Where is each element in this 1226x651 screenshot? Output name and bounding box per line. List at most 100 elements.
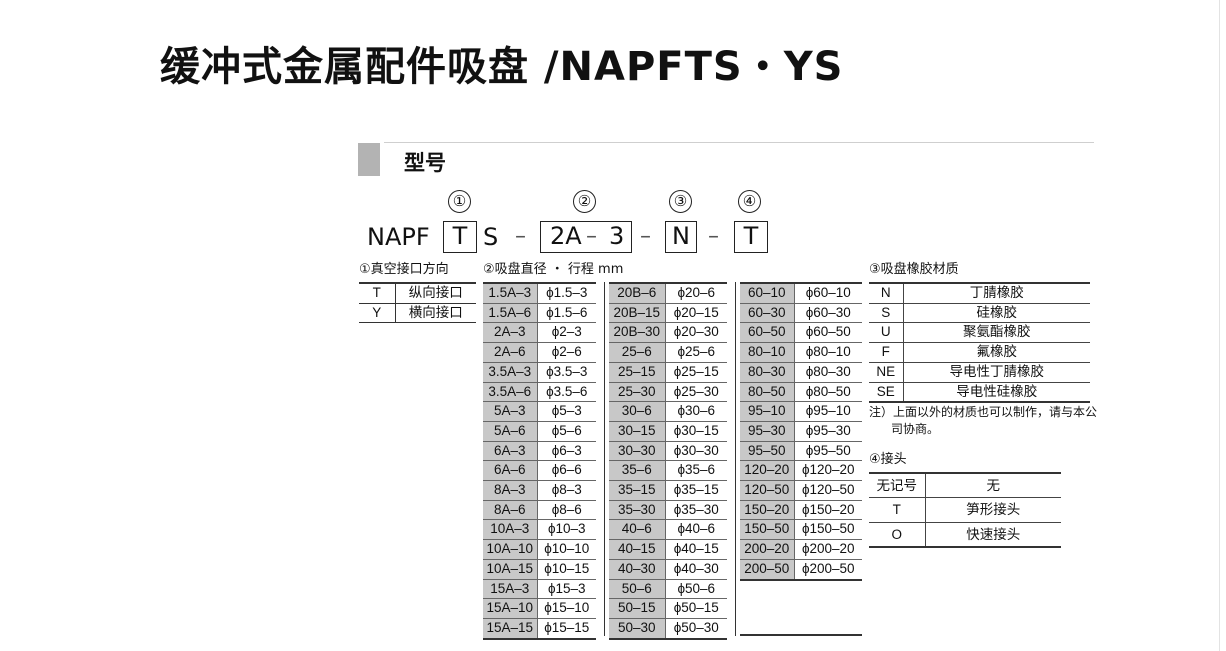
pad-code: 15A–3 xyxy=(483,579,538,600)
pad-code: 80–10 xyxy=(740,342,795,363)
rubber-code: S xyxy=(869,303,904,324)
table-row: 50–30 ϕ50–30 xyxy=(609,618,727,639)
port-name: 横向接口 xyxy=(395,303,476,324)
pad-code: 3.5A–6 xyxy=(483,382,538,403)
pad-code: 6A–6 xyxy=(483,460,538,482)
pad-code: 25–15 xyxy=(609,362,666,383)
pad-code: 40–15 xyxy=(609,539,666,560)
model-dash-3: – xyxy=(708,224,719,249)
rubber-code: NE xyxy=(869,362,904,383)
pad-code: 1.5A–3 xyxy=(483,283,538,304)
pad-spec: ϕ35–15 xyxy=(665,480,727,501)
pad-code: 25–30 xyxy=(609,382,666,403)
rubber-label: ③吸盘橡胶材质 xyxy=(869,262,959,277)
table-row: O 快速接头 xyxy=(869,522,1061,547)
table-row: 无记号无 xyxy=(869,473,1061,498)
pad-code: 3.5A–3 xyxy=(483,362,538,383)
pad-code: 50–30 xyxy=(609,618,666,639)
pad-code: 5A–3 xyxy=(483,401,538,422)
pad-spec: ϕ80–30 xyxy=(794,362,862,383)
pad-spec: ϕ150–20 xyxy=(794,500,862,521)
pad-spec: ϕ50–30 xyxy=(673,619,719,635)
pad-spec: ϕ35–30 xyxy=(665,500,727,521)
pad-spec: ϕ40–30 xyxy=(665,559,727,580)
page-title: 缓冲式金属配件吸盘 /NAPFTS・YS xyxy=(160,44,844,90)
pad-spec: ϕ60–30 xyxy=(794,303,862,324)
pad-code: 50–6 xyxy=(609,579,666,600)
pad-spec: ϕ20–15 xyxy=(665,303,727,324)
pad-code: 60–50 xyxy=(740,322,795,344)
marker-3: ③ xyxy=(669,190,692,213)
pad-spec: ϕ30–6 xyxy=(665,401,727,422)
pad-code: 35–6 xyxy=(609,460,666,482)
model-fixed-s: S xyxy=(483,223,499,251)
pad-spec: ϕ5–6 xyxy=(537,421,596,442)
pad-code: 35–30 xyxy=(609,500,666,521)
rubber-name: 丁腈橡胶 xyxy=(903,283,1090,304)
pad-spec: ϕ95–50 xyxy=(794,441,862,462)
model-box-port: T xyxy=(443,221,477,253)
rubber-name: 氟橡胶 xyxy=(903,342,1090,363)
rubber-name: 导电性丁腈橡胶 xyxy=(903,362,1090,383)
fitting-code: 无记号 xyxy=(869,473,926,498)
pad-code: 1.5A–6 xyxy=(483,303,538,324)
port-direction-label: ①真空接口方向 xyxy=(359,262,449,277)
pad-code: 95–10 xyxy=(740,401,795,422)
rubber-code: N xyxy=(869,283,904,304)
model-size-a: 2A xyxy=(550,222,582,250)
fitting-code: T xyxy=(869,497,926,523)
pad-spec: ϕ60–50 xyxy=(794,322,862,344)
pad-spec: ϕ6–6 xyxy=(537,460,596,482)
pad-spec: ϕ15–3 xyxy=(537,579,596,600)
rubber-note-line-2: 司协商。 xyxy=(891,422,940,436)
pad-spec: ϕ6–3 xyxy=(537,441,596,462)
pad-code: 95–30 xyxy=(740,421,795,442)
pad-spec: ϕ20–6 xyxy=(665,283,727,304)
rubber-code: F xyxy=(869,342,904,363)
pad-code: 120–20 xyxy=(740,460,795,482)
pad-spec: ϕ2–6 xyxy=(537,342,596,363)
pad-code: 35–15 xyxy=(609,480,666,501)
marker-1: ① xyxy=(448,190,471,213)
model-box-size: 2A – 3 xyxy=(540,221,632,253)
rubber-note-line-1: 注）上面以外的材质也可以制作，请与本公 xyxy=(869,405,1098,419)
fitting-name: 快速接头 xyxy=(966,526,1021,542)
rubber-name: 聚氨酯橡胶 xyxy=(903,322,1090,344)
pad-code: 200–20 xyxy=(740,539,795,560)
fitting-code: O xyxy=(869,522,926,547)
port-code: Y xyxy=(359,303,396,324)
pad-spec: ϕ8–3 xyxy=(537,480,596,501)
